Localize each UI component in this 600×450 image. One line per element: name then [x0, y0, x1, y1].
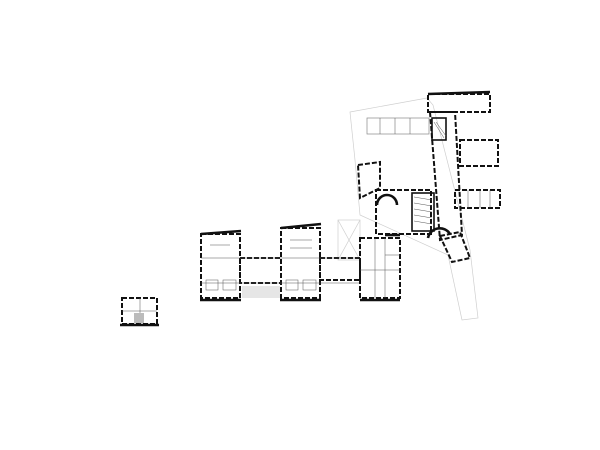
detached-pavilion [120, 297, 159, 327]
south-block [359, 237, 401, 302]
site-context-outline [337, 97, 479, 321]
main-building [356, 90, 501, 264]
west-wing [200, 222, 361, 302]
